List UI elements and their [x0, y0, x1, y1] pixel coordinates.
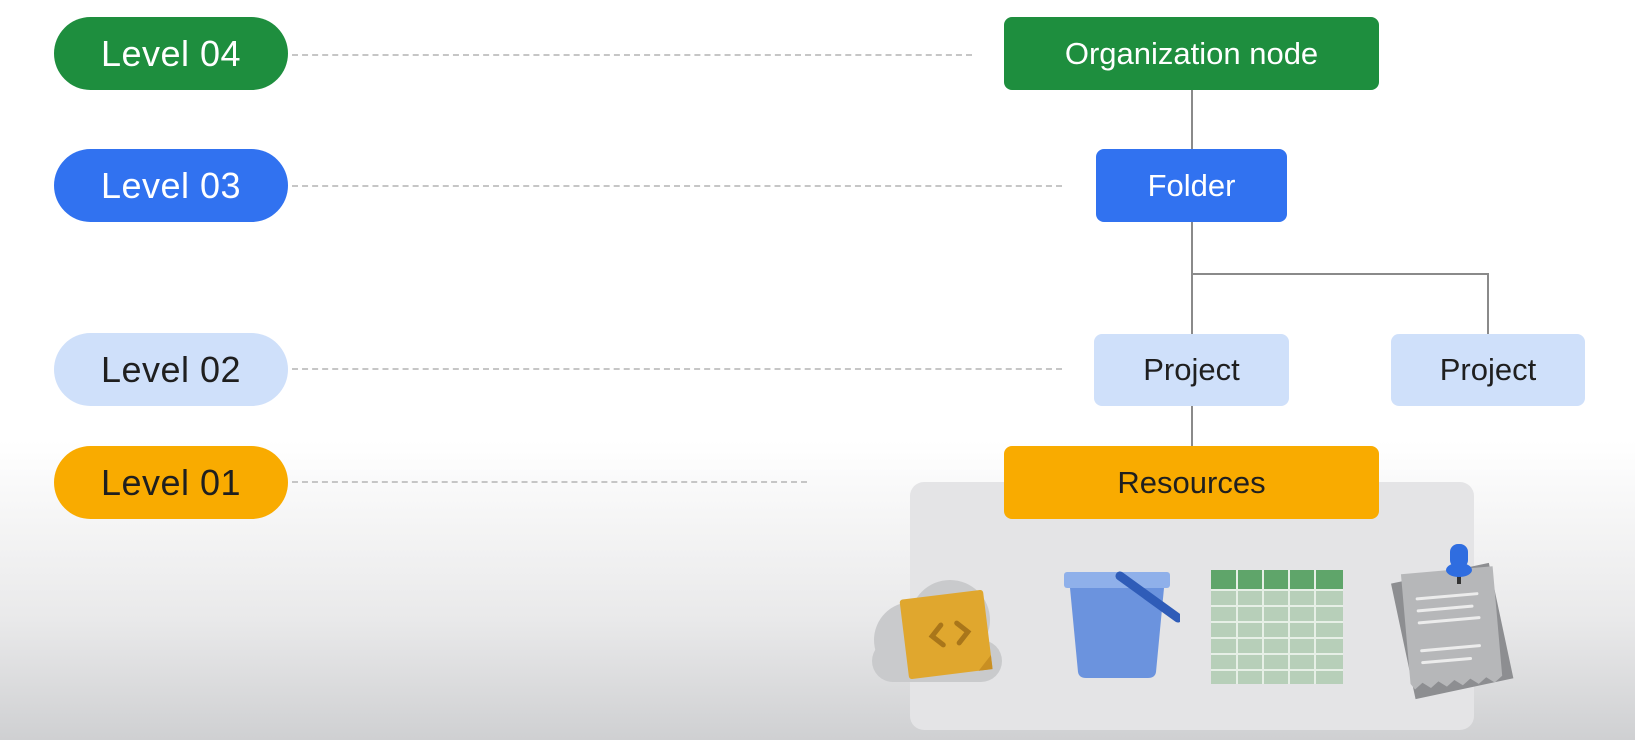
connector-branch — [1191, 273, 1489, 275]
folder-node-box: Folder — [1096, 149, 1287, 222]
guide-line-level-03 — [292, 185, 1062, 187]
level-02-badge: Level 02 — [54, 333, 288, 406]
connector-folder-project — [1191, 222, 1193, 334]
level-03-badge: Level 03 — [54, 149, 288, 222]
connector-project-resources — [1191, 406, 1193, 447]
cloud-code-icon — [872, 580, 1002, 682]
spreadsheet-table-icon — [1211, 570, 1343, 684]
pinned-documents-icon — [1391, 544, 1514, 700]
project-node-left: Project — [1094, 334, 1289, 406]
level-04-badge: Level 04 — [54, 17, 288, 90]
storage-bucket-icon — [1064, 571, 1180, 678]
guide-line-level-01 — [292, 481, 807, 483]
connector-branch-project-right — [1487, 273, 1489, 334]
project-node-right: Project — [1391, 334, 1585, 406]
resources-panel — [910, 482, 1474, 730]
guide-line-level-04 — [292, 54, 972, 56]
organization-node-box: Organization node — [1004, 17, 1379, 90]
level-01-badge: Level 01 — [54, 446, 288, 519]
resources-node-box: Resources — [1004, 446, 1379, 519]
connector-org-folder — [1191, 89, 1193, 150]
guide-line-level-02 — [292, 368, 1062, 370]
